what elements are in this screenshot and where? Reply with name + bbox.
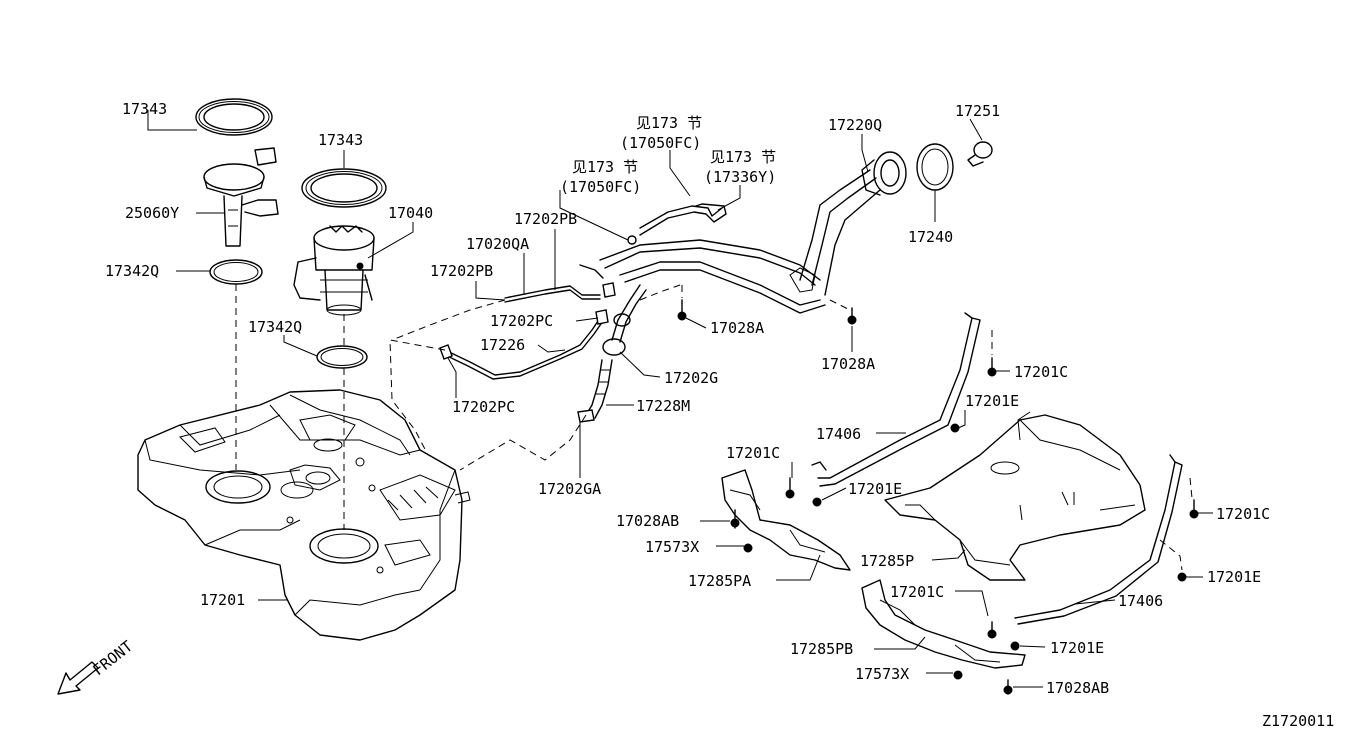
fuel-pump-assembly[interactable]: [293, 225, 375, 316]
bolt-17028ab-b[interactable]: [1003, 679, 1013, 695]
bolt-17028a-b[interactable]: [847, 307, 857, 325]
tank-strap-17406-upper[interactable]: [811, 312, 981, 487]
clip-17201e-d[interactable]: [1010, 641, 1020, 651]
fastener-17201c-a[interactable]: [987, 357, 997, 377]
heat-shield-17285p[interactable]: [884, 411, 1146, 581]
label-17202pb-mid[interactable]: 17202PB: [430, 262, 493, 280]
connector-17202g[interactable]: [602, 284, 647, 356]
clamp-17202pc[interactable]: [579, 264, 616, 325]
label-17285pa[interactable]: 17285PA: [688, 572, 751, 590]
clip-17201e-c[interactable]: [1177, 572, 1187, 582]
label-17406-upper[interactable]: 17406: [816, 425, 861, 443]
filler-neck-17220q[interactable]: [861, 151, 907, 196]
label-17202pc-top[interactable]: 17202PC: [490, 312, 553, 330]
label-17228m[interactable]: 17228M: [636, 397, 690, 415]
tank-strap-17406-lower[interactable]: [1014, 454, 1183, 625]
nut-17573x-b[interactable]: [953, 670, 963, 680]
diagram-id: Z1720011: [1262, 712, 1334, 730]
label-17201c-c[interactable]: 17201C: [1216, 505, 1270, 523]
label-17342q-center[interactable]: 17342Q: [248, 318, 302, 336]
route-line-c: [639, 284, 681, 301]
label-17285p[interactable]: 17285P: [860, 552, 914, 570]
label-17201c-b[interactable]: 17201C: [726, 444, 780, 462]
label-ref173-a[interactable]: 见173 节: [636, 114, 702, 132]
label-17028a-right[interactable]: 17028A: [821, 355, 875, 373]
label-17201e-c[interactable]: 17201E: [1207, 568, 1261, 586]
fastener-17201c-c[interactable]: [1189, 499, 1199, 519]
label-17201e-a[interactable]: 17201E: [965, 392, 1019, 410]
filler-cap-17251[interactable]: [967, 141, 993, 167]
label-17201[interactable]: 17201: [200, 591, 245, 609]
label-ref173-b[interactable]: 见173 节: [572, 158, 638, 176]
label-17343-left[interactable]: 17343: [122, 100, 167, 118]
fastener-17201c-d[interactable]: [987, 621, 997, 639]
label-ref173-b-code[interactable]: (17050FC): [560, 178, 641, 196]
clip-17201e-b[interactable]: [812, 497, 822, 507]
label-ref173-c[interactable]: 见173 节: [710, 148, 776, 166]
clip-17201e-a[interactable]: [950, 423, 960, 433]
leader-lines: [147, 110, 1213, 688]
label-17201e-b[interactable]: 17201E: [848, 480, 902, 498]
heat-shield-17285pa[interactable]: [721, 469, 851, 571]
label-17201e-d[interactable]: 17201E: [1050, 639, 1104, 657]
fuel-level-sender[interactable]: [203, 147, 279, 247]
label-17573x-a[interactable]: 17573X: [645, 538, 699, 556]
label-17202pc-bottom[interactable]: 17202PC: [452, 398, 515, 416]
part-labels: 17343 17343 25060Y 17342Q 17040 17342Q 1…: [105, 100, 1334, 730]
label-17573x-b[interactable]: 17573X: [855, 665, 909, 683]
lock-ring-left[interactable]: [195, 98, 273, 136]
route-line-d: [459, 414, 587, 471]
fuel-hose-17226[interactable]: [439, 317, 604, 380]
label-17020qa[interactable]: 17020QA: [466, 235, 529, 253]
filler-pipe-lines[interactable]: [599, 169, 881, 314]
hose-route-line-a: [389, 339, 446, 456]
o-ring-left[interactable]: [209, 259, 263, 285]
vent-tube[interactable]: [627, 203, 727, 245]
fastener-17201c-b[interactable]: [785, 477, 795, 499]
label-17226[interactable]: 17226: [480, 336, 525, 354]
hose-17228m[interactable]: [577, 359, 613, 423]
label-17342q-left[interactable]: 17342Q: [105, 262, 159, 280]
label-17201c-a[interactable]: 17201C: [1014, 363, 1068, 381]
front-label: FRONT: [89, 637, 136, 679]
filler-gasket-17240[interactable]: [916, 143, 954, 191]
label-17201c-d[interactable]: 17201C: [890, 583, 944, 601]
bolt-line-b: [829, 299, 851, 311]
lock-ring-center[interactable]: [301, 168, 387, 208]
nut-17573x-a[interactable]: [743, 543, 753, 553]
label-17040[interactable]: 17040: [388, 204, 433, 222]
fuel-tank[interactable]: [137, 389, 471, 641]
label-ref173-a-code[interactable]: (17050FC): [620, 134, 701, 152]
label-17285pb[interactable]: 17285PB: [790, 640, 853, 658]
fastener-line-d: [1159, 539, 1183, 571]
label-17406-lower[interactable]: 17406: [1118, 592, 1163, 610]
label-17202g[interactable]: 17202G: [664, 369, 718, 387]
o-ring-center[interactable]: [316, 345, 368, 369]
fuel-feed-tube-17202pb[interactable]: [504, 285, 601, 303]
label-17028ab-a[interactable]: 17028AB: [616, 512, 679, 530]
label-17028ab-b[interactable]: 17028AB: [1046, 679, 1109, 697]
label-17343-center[interactable]: 17343: [318, 131, 363, 149]
label-17240[interactable]: 17240: [908, 228, 953, 246]
front-direction-arrow: [57, 661, 99, 695]
bolt-17028a-a[interactable]: [677, 299, 687, 321]
label-17251[interactable]: 17251: [955, 102, 1000, 120]
label-17028a-center[interactable]: 17028A: [710, 319, 764, 337]
label-25060y[interactable]: 25060Y: [125, 204, 179, 222]
label-ref173-c-code[interactable]: (17336Y): [704, 168, 776, 186]
label-17202ga[interactable]: 17202GA: [538, 480, 601, 498]
hose-route-line-b: [391, 299, 506, 341]
label-17202pb-top[interactable]: 17202PB: [514, 210, 577, 228]
heat-shield-17285pb[interactable]: [861, 579, 1026, 669]
bolt-17028ab-a[interactable]: [730, 509, 740, 529]
label-17220q[interactable]: 17220Q: [828, 116, 882, 134]
fastener-line-c: [1189, 477, 1193, 499]
